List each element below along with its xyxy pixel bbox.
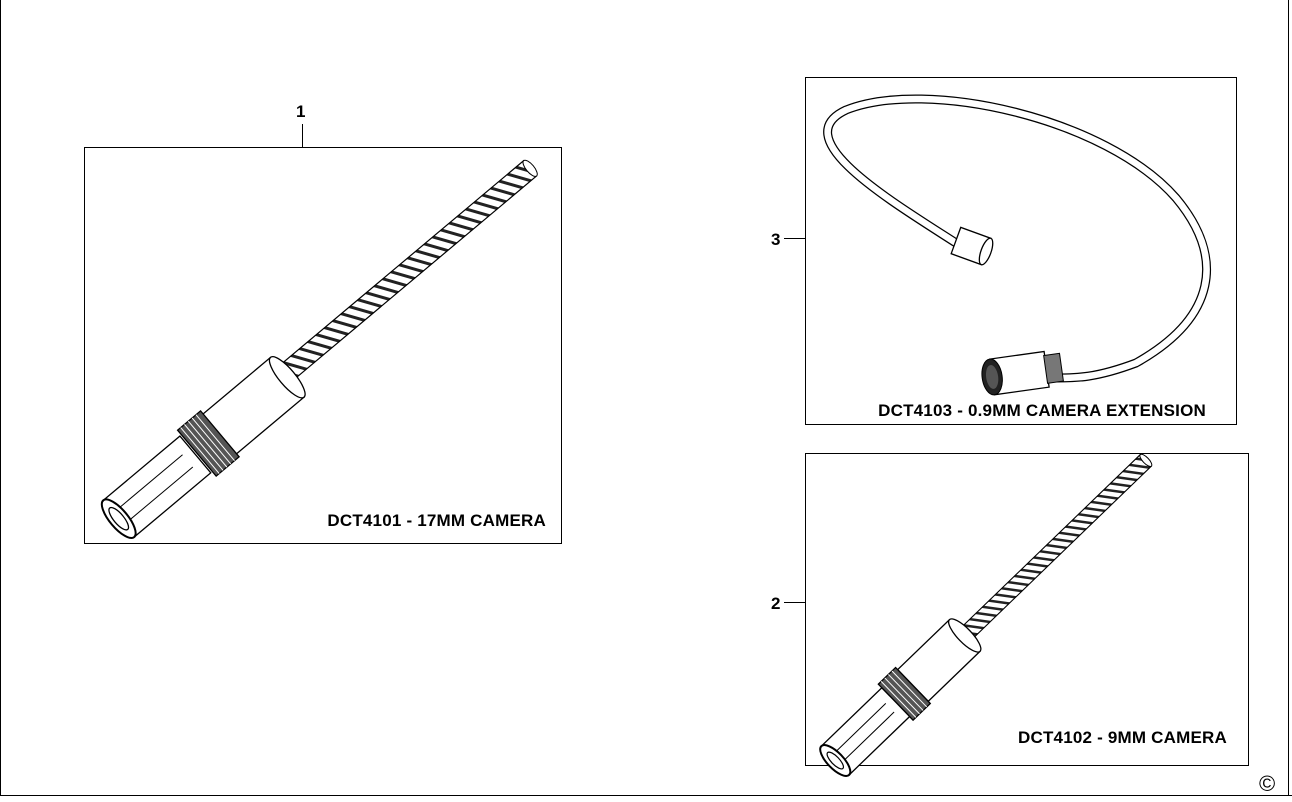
callout-number-3: 3 [771, 230, 781, 249]
leader-line-1 [302, 124, 303, 147]
leader-line-3 [784, 238, 805, 239]
callout-number-1: 1 [296, 102, 306, 121]
caption-part-3: DCT4103 - 0.9MM CAMERA EXTENSION [878, 401, 1206, 420]
panel-part-3: DCT4103 - 0.9MM CAMERA EXTENSION [805, 77, 1237, 425]
leader-line-2 [784, 602, 805, 603]
camera-extension-illustration [823, 94, 1211, 396]
sheet-left-edge [0, 0, 1, 795]
camera-9mm-illustration [819, 453, 1153, 777]
copyright-symbol: © [1259, 771, 1276, 796]
sheet-bottom-edge [0, 795, 1292, 796]
panel-part-1: DCT4101 - 17MM CAMERA [84, 147, 562, 544]
caption-part-1: DCT4101 - 17MM CAMERA [327, 511, 546, 530]
caption-part-2: DCT4102 - 9MM CAMERA [1018, 728, 1227, 747]
sheet-right-edge [1288, 0, 1289, 795]
panel-part-2: DCT4102 - 9MM CAMERA [805, 453, 1249, 777]
callout-number-2: 2 [771, 594, 781, 613]
camera-17mm-illustration [100, 159, 538, 539]
